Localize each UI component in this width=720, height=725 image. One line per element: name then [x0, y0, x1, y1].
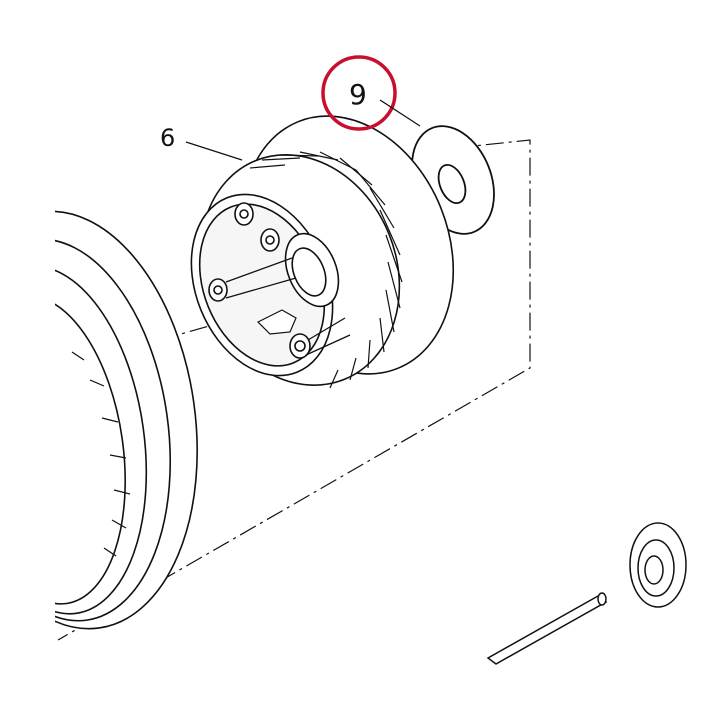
label-part-6: 6 — [160, 124, 243, 161]
label-part-9: 9 — [321, 55, 421, 131]
shaft-part — [486, 592, 608, 665]
part-number-6: 6 — [160, 124, 175, 152]
part-number-9: 9 — [349, 78, 367, 111]
clutch-plates-stack — [55, 210, 198, 630]
clutch-hub-part-6 — [190, 115, 455, 389]
highlight-circle — [321, 55, 397, 131]
bearing-part — [629, 522, 687, 608]
